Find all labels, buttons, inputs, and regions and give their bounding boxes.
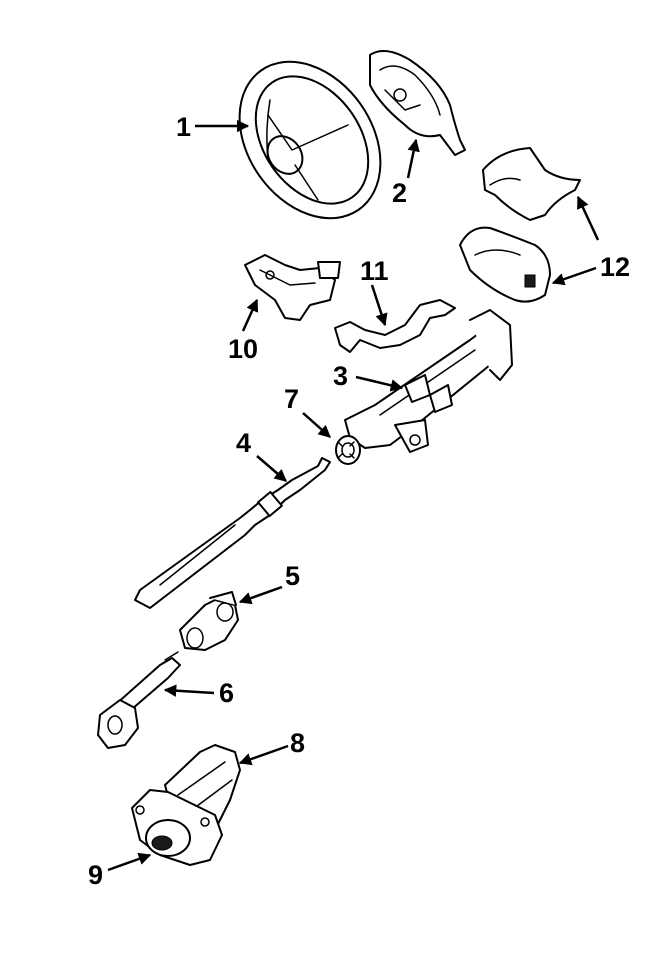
universal-joint-icon [179, 591, 239, 651]
callout-arrow-8 [238, 744, 289, 766]
callout-number-4: 4 [236, 428, 251, 458]
callout-number-12: 12 [600, 252, 630, 282]
lock-bracket-icon [244, 254, 341, 321]
column-seal-icon [131, 789, 223, 866]
callout-number-11: 11 [360, 256, 389, 286]
callout-arrow-5 [238, 585, 283, 605]
support-bracket-icon [334, 299, 456, 353]
callout-number-3: 3 [333, 361, 348, 391]
callout-arrow-2 [406, 138, 420, 179]
callout-arrow-9 [107, 852, 152, 872]
bearing-icon [335, 435, 361, 465]
callout-arrow-12b [551, 266, 597, 286]
column-cover-icon [459, 147, 581, 303]
callout-number-9: 9 [88, 860, 103, 890]
callout-arrow-10 [241, 298, 259, 332]
callout-arrow-6 [163, 684, 215, 697]
callout-number-10: 10 [228, 334, 258, 364]
callout-arrow-12a [576, 195, 600, 241]
callout-number-5: 5 [285, 561, 300, 591]
callout-number-1: 1 [176, 112, 191, 142]
callout-arrows [107, 119, 600, 872]
callout-number-2: 2 [392, 178, 407, 208]
callout-number-6: 6 [219, 678, 234, 708]
callout-number-8: 8 [290, 728, 305, 758]
steering-shaft-icon [134, 457, 331, 609]
steering-wheel-icon [238, 60, 382, 220]
intermediate-shaft-icon [97, 651, 181, 749]
callout-number-7: 7 [284, 384, 299, 414]
callout-arrow-4 [256, 455, 287, 482]
airbag-module-icon [369, 50, 466, 156]
callout-arrow-11 [370, 284, 388, 327]
callout-arrow-7 [302, 412, 331, 438]
callout-labels: 1 2 3 4 5 6 7 8 9 10 11 12 [88, 112, 630, 890]
steering-column-icon [344, 309, 513, 453]
callout-arrow-3 [355, 375, 404, 392]
